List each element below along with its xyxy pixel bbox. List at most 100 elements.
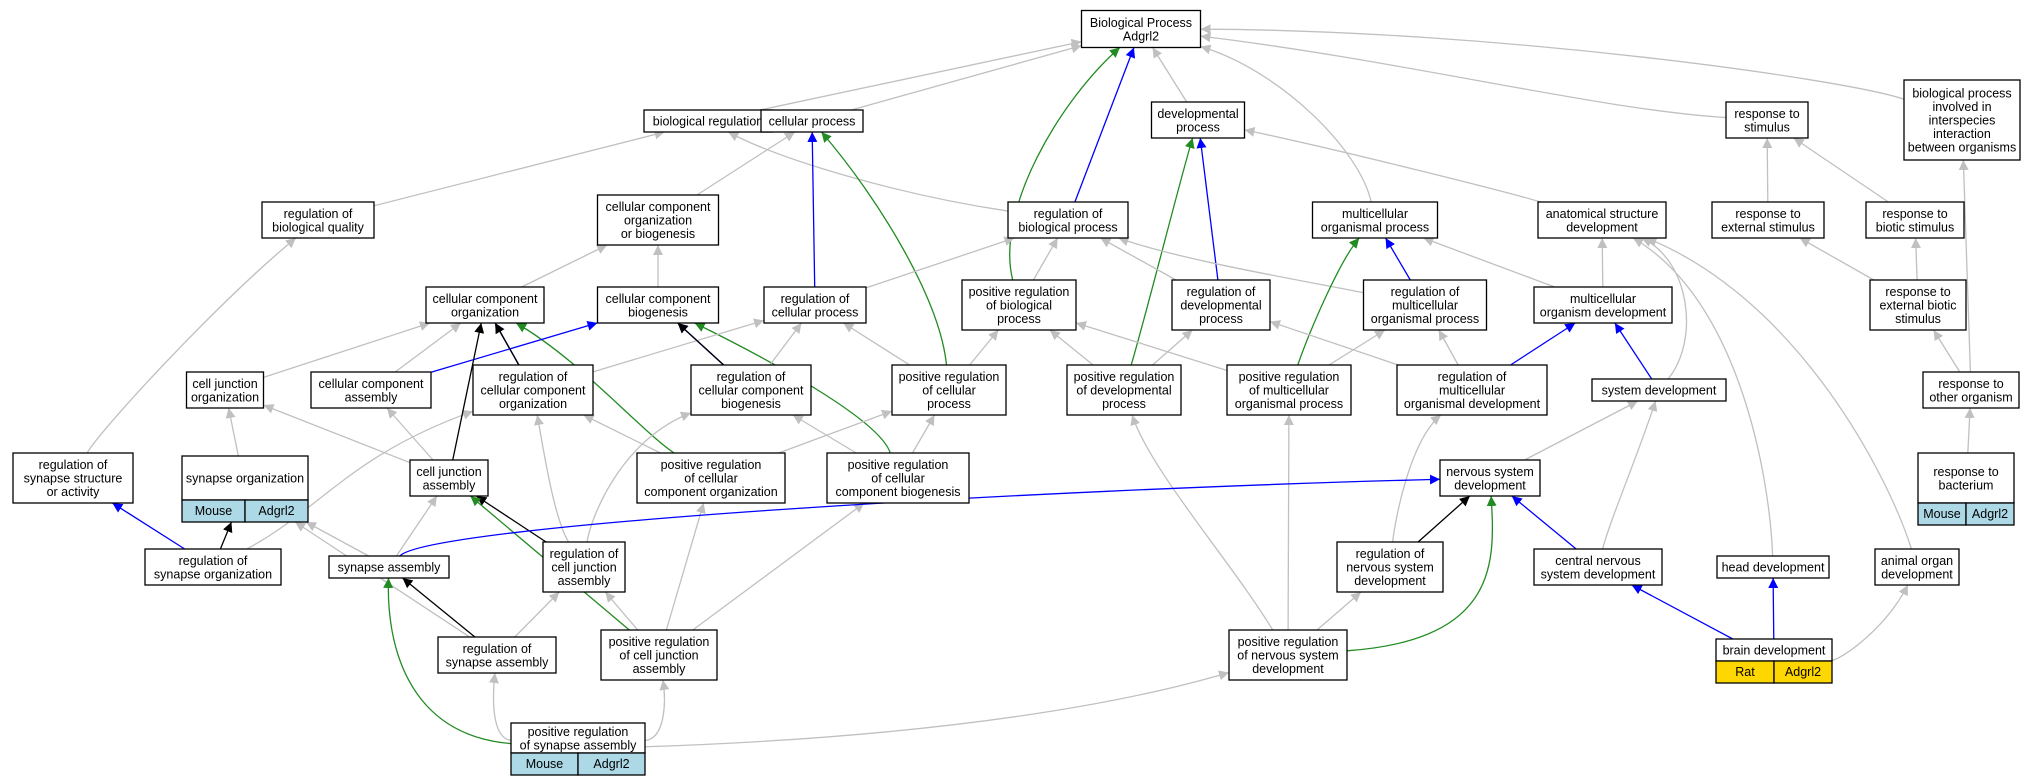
node-label-line: cellular component: [606, 200, 711, 214]
node-label-line: stimulus: [1895, 312, 1941, 326]
node-headdev[interactable]: head development: [1716, 555, 1830, 579]
node-bioreg[interactable]: biological regulation: [643, 109, 773, 133]
edge-braindev-to-headdev: [1768, 577, 1779, 640]
edge-posregccbio-to-ccbio: [694, 322, 891, 454]
edge-multidev-to-anatdev: [1597, 237, 1608, 288]
node-label-line: nervous system: [1446, 465, 1534, 479]
node-label-line: cellular component: [481, 384, 586, 398]
edge-devproc-to-root: [1152, 47, 1188, 103]
node-box: [409, 459, 489, 497]
edge-regsynasm-to-synasm: [402, 577, 476, 638]
edge-regsynasm-to-regcjasm: [514, 591, 560, 638]
edge-posregcjasm-to-posregccorg: [665, 502, 706, 631]
node-label-line: process: [927, 397, 971, 411]
node-label-line: regulation of: [179, 554, 248, 568]
node-label-line: synapse organization: [154, 567, 272, 581]
edge-cellproc-to-root: [851, 43, 1082, 111]
node-sysdev[interactable]: system development: [1591, 378, 1727, 402]
node-label-line: of synapse assembly: [520, 738, 637, 752]
node-label-line: assembly: [345, 390, 399, 404]
node-box: [636, 452, 786, 504]
edge-ccassembly-to-ccorg: [394, 322, 462, 373]
annotation-gene: Adgrl2: [1972, 507, 2008, 521]
node-box: [1007, 201, 1129, 239]
node-label-line: of nervous system: [1237, 649, 1338, 663]
node-cellproc[interactable]: cellular process: [760, 109, 864, 133]
node-label-line: of biological: [986, 299, 1052, 313]
node-label-line: organismal process: [1321, 220, 1429, 234]
node-label-line: biological process: [1018, 220, 1117, 234]
node-label-line: biogenesis: [628, 305, 688, 319]
node-label-line: cellular process: [772, 305, 859, 319]
node-box: [763, 286, 867, 324]
edge-posregcjasm-to-posregccbio: [692, 502, 865, 631]
node-box: [1150, 101, 1246, 139]
node-label-line: regulation of: [1187, 285, 1256, 299]
node-box: [891, 364, 1007, 416]
node-label-line: bacterium: [1939, 478, 1994, 492]
node-box: [1066, 364, 1182, 416]
annotation-species: Rat: [1735, 665, 1755, 679]
edge-regmultidev-to-regmultiproc: [1438, 329, 1459, 366]
edge-regmultiproc-to-multiorg: [1385, 237, 1411, 281]
edge-sysdev-to-anatdev: [1641, 237, 1688, 380]
edge-posregmultiproc-to-regmultiproc: [1328, 329, 1386, 366]
edge-regccbio-to-ccbio: [677, 322, 725, 366]
node-synasm[interactable]: synapse assembly: [328, 555, 450, 579]
node-label-line: stimulus: [1744, 120, 1790, 134]
node-label-line: organization: [624, 214, 692, 228]
node-box: [181, 455, 309, 501]
edge-synasm-to-celljunasm: [395, 495, 438, 557]
node-label-line: regulation of: [1356, 547, 1425, 561]
node-label-line: development: [1881, 567, 1953, 581]
node-label-line: process: [997, 312, 1041, 326]
edge-synasm-to-nsdev: [399, 474, 1441, 557]
edge-posregccorg-to-posregcell: [778, 409, 893, 454]
